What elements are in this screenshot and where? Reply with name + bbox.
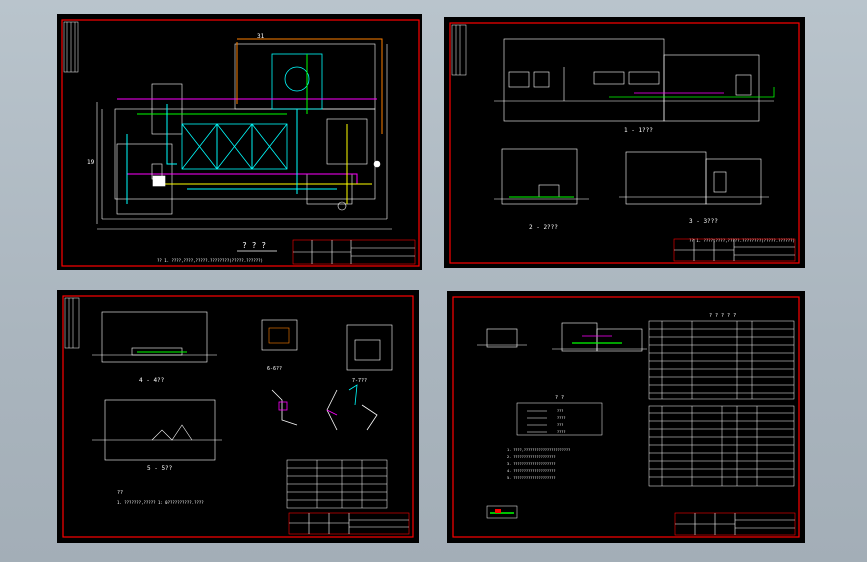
view-title: ? ? ?	[242, 241, 266, 250]
legend-item: ???	[557, 409, 563, 413]
binding-strip	[64, 297, 80, 349]
title-block	[288, 512, 410, 535]
general-note: ?? 1. ????,????,?????.????????(?????.???…	[689, 238, 795, 243]
detail-thumbnail	[486, 505, 518, 519]
title-block	[292, 239, 416, 265]
binding-strip	[63, 21, 79, 73]
drawing-sheet-details[interactable]: 4 - 4?? 5 - 5?? 6-6?? 7-7??	[57, 290, 419, 543]
sections-drawing: 1 - 1??? 2 - 2??? 3 - 3??? ?? 1. ????,??…	[449, 22, 800, 264]
materials-table	[648, 405, 795, 487]
notes-heading: ??	[117, 490, 123, 496]
legend-item: ????	[557, 430, 565, 434]
schedule-drawing: ? ? ? ? ?	[452, 296, 800, 538]
legend-item: ???	[557, 423, 563, 427]
drawing-sheet-sections[interactable]: 1 - 1??? 2 - 2??? 3 - 3??? ?? 1. ????,??…	[444, 17, 805, 268]
table-title: ? ? ? ? ?	[709, 313, 736, 319]
plan-drawing: 31 19 ? ? ? ?? 1. ????,????,?????.??????…	[61, 19, 420, 267]
note-line: 1. ????,??????????????????????	[507, 448, 570, 452]
pipe-isometrics	[271, 384, 378, 431]
detail-7	[346, 324, 393, 371]
section-1-title: 1 - 1???	[624, 127, 653, 134]
legend-box	[516, 402, 603, 436]
note-line: 2. ????????????????????	[507, 455, 555, 459]
binding-strip	[451, 24, 467, 76]
section-3-title: 3 - 3???	[689, 218, 718, 225]
drawing-sheet-schedule[interactable]: ? ? ? ? ?	[447, 291, 805, 543]
mini-sections	[477, 322, 647, 352]
general-note: 1. ???????,????? 1: 0??????????.????	[117, 500, 204, 505]
detail-7-title: 7-7??	[352, 378, 367, 384]
dimension-label-top: 31	[257, 33, 265, 40]
section-1-1	[494, 38, 774, 122]
section-2-title: 2 - 2???	[529, 224, 558, 231]
section-2-2	[494, 148, 589, 205]
sheet-frame	[452, 296, 800, 538]
sheet-frame	[449, 22, 800, 264]
schedule-table	[286, 459, 388, 509]
legend-title: ? ?	[555, 395, 564, 401]
building-outline	[96, 43, 392, 230]
drawing-sheet-plan[interactable]: 31 19 ? ? ? ?? 1. ????,????,?????.??????…	[57, 14, 422, 270]
legend-item: ????	[557, 416, 565, 420]
section-3-3	[619, 151, 769, 205]
section-4-title: 4 - 4??	[139, 377, 165, 384]
title-block	[674, 512, 796, 536]
sheet-frame	[61, 19, 420, 267]
title-block	[673, 238, 796, 262]
dimension-label-left: 19	[87, 159, 95, 166]
section-5-5	[92, 399, 222, 461]
details-drawing: 4 - 4?? 5 - 5?? 6-6?? 7-7??	[62, 295, 414, 538]
equipment-table	[648, 320, 795, 400]
detail-6	[261, 319, 298, 351]
equipment-symbols	[151, 160, 381, 211]
section-5-title: 5 - 5??	[147, 465, 173, 472]
piping	[117, 38, 383, 204]
note-line: 5. ????????????????????	[507, 476, 555, 480]
tank-grid	[181, 53, 323, 170]
detail-6-title: 6-6??	[267, 366, 282, 372]
note-line: 4. ????????????????????	[507, 469, 555, 473]
general-note: ?? 1. ????,????,?????.????????(?????.???…	[157, 258, 263, 263]
sheet-frame	[62, 295, 414, 538]
section-4-4	[92, 311, 217, 363]
note-line: 3. ????????????????????	[507, 462, 555, 466]
